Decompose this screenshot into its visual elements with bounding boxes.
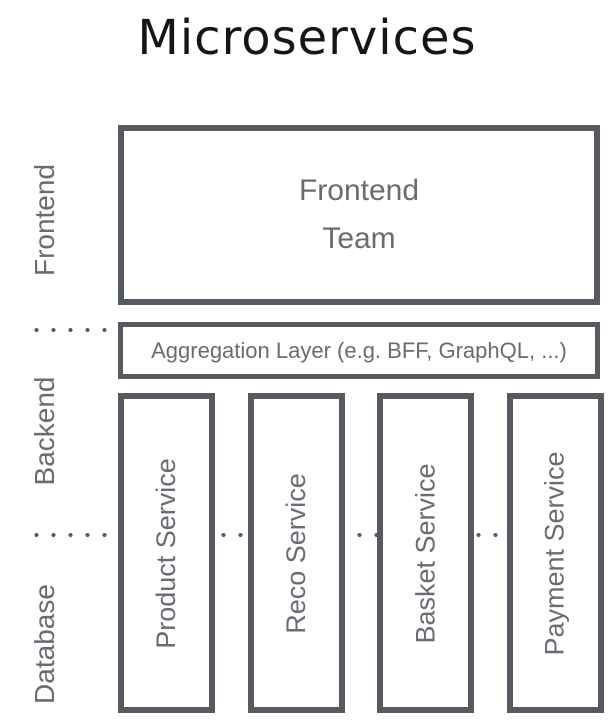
service-box-reco: Reco Service bbox=[247, 393, 345, 713]
aggregation-layer-label: Aggregation Layer (e.g. BFF, GraphQL, ..… bbox=[151, 337, 567, 363]
frontend-team-label-line2: Team bbox=[322, 222, 396, 255]
service-label-reco: Reco Service bbox=[280, 472, 311, 634]
service-label-basket: Basket Service bbox=[410, 462, 441, 644]
frontend-team-box: Frontend Team bbox=[118, 125, 600, 305]
service-label-payment: Payment Service bbox=[539, 450, 570, 656]
frontend-team-label: Frontend Team bbox=[299, 167, 419, 263]
row-label-frontend: Frontend bbox=[29, 163, 60, 277]
row-label-backend: Backend bbox=[29, 376, 60, 486]
frontend-team-label-line1: Frontend bbox=[298, 174, 420, 207]
services-row: Product Service Reco Service Basket Serv… bbox=[118, 393, 604, 713]
service-box-payment: Payment Service bbox=[506, 393, 604, 713]
diagram-title: Microservices bbox=[137, 10, 477, 66]
aggregation-layer-box: Aggregation Layer (e.g. BFF, GraphQL, ..… bbox=[118, 322, 600, 379]
service-label-product: Product Service bbox=[151, 457, 181, 649]
service-box-basket: Basket Service bbox=[377, 393, 475, 713]
row-label-database: Database bbox=[29, 584, 60, 704]
service-box-product: Product Service bbox=[118, 393, 215, 713]
